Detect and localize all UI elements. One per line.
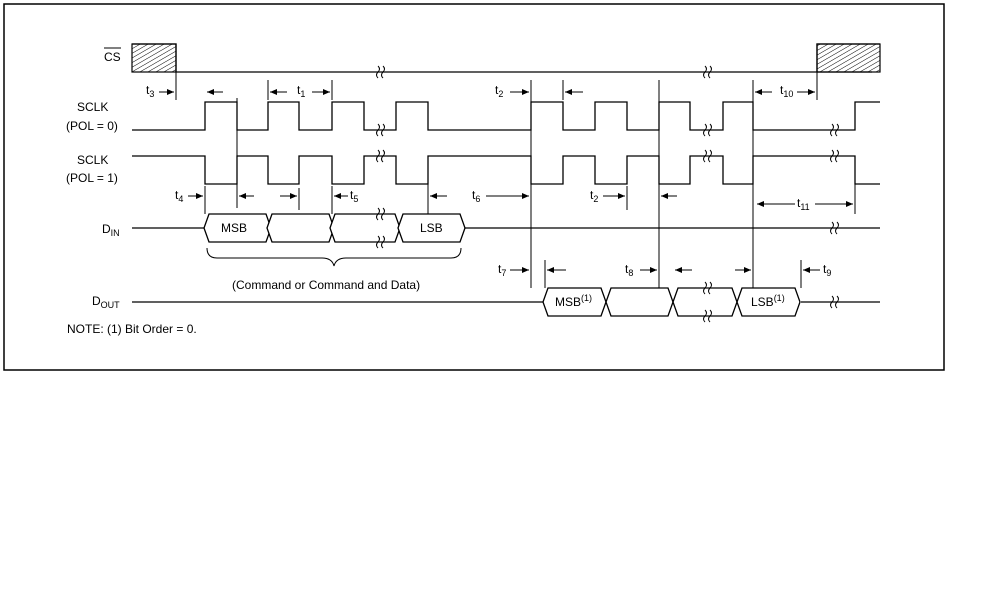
dout-lsb-label: LSB(1) [751,293,785,309]
sclk0-waveform [132,101,880,131]
timing-arrows [159,89,853,273]
dout-bit-3 [672,287,738,317]
din-bit-lsb [397,213,466,243]
din-label: DIN [102,222,120,238]
dout-signal: DOUT MSB(1) LSB(1) [92,281,880,323]
t2-bottom-label: t2 [590,188,598,204]
t11-label: t11 [797,196,810,212]
cs-break-1 [376,65,385,79]
t10-label: t10 [780,83,793,99]
din-bit-3 [329,213,401,243]
t1-label: t1 [297,83,305,99]
din-msb-label: MSB [221,221,247,235]
cs-hatch-left [131,43,177,73]
t8-label: t8 [625,262,633,278]
t9-label: t9 [823,262,831,278]
sclk0-label-line2: (POL = 0) [66,119,118,133]
sclk-pol0-signal: SCLK (POL = 0) [66,100,880,137]
cs-waveform [132,43,872,73]
cs-hatch-right [816,43,881,73]
sclk1-label-line1: SCLK [77,153,108,167]
t5-label: t5 [350,188,358,204]
note-text: NOTE: (1) Bit Order = 0. [67,322,197,336]
cs-label: CS [104,50,121,64]
din-signal: DIN MSB LSB [102,207,880,249]
sclk1-label-line2: (POL = 1) [66,171,118,185]
t6-label: t6 [472,188,480,204]
dout-bit-2 [605,287,674,317]
reference-lines [175,72,856,288]
t2-top-label: t2 [495,83,503,99]
t4-label: t4 [175,188,183,204]
t3-label: t3 [146,83,154,99]
din-bit-2 [266,213,335,243]
cs-signal: CS [104,43,881,79]
sclk-pol1-signal: SCLK (POL = 1) [66,149,880,185]
cs-break-2 [703,65,712,79]
command-brace [206,247,462,267]
sclk1-waveform [132,155,880,185]
dout-label: DOUT [92,294,120,310]
timing-labels: t3 t1 t2 t10 t4 t5 t6 t2 t11 t7 t8 t9 [146,83,831,278]
brace-label: (Command or Command and Data) [232,278,420,292]
din-lsb-label: LSB [420,221,443,235]
diagram-frame [3,3,945,371]
sclk0-label-line1: SCLK [77,100,108,114]
dout-bit-lsb [736,287,801,317]
dout-msb-label: MSB(1) [555,293,592,309]
t7-label: t7 [498,262,506,278]
